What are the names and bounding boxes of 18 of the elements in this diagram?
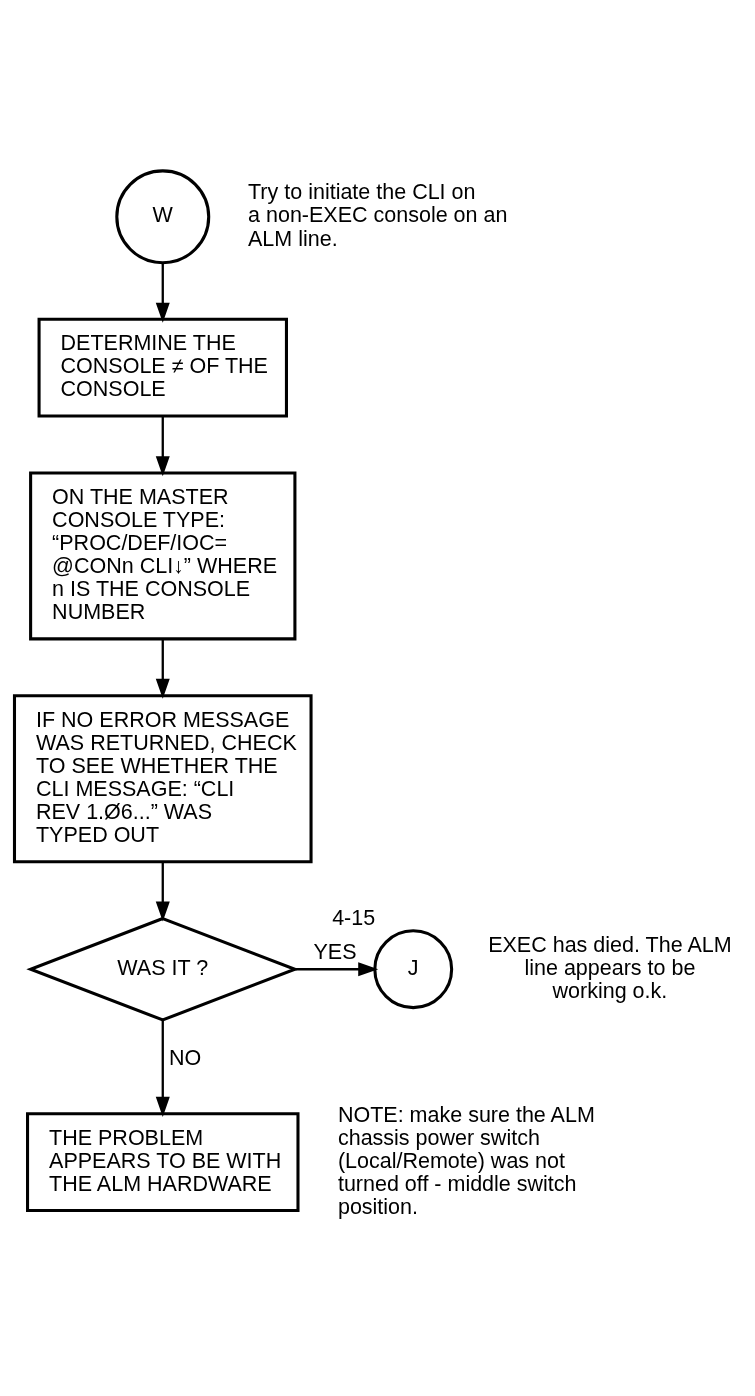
arrow: [155, 638, 170, 699]
node-box: ON THE MASTER CONSOLE TYPE: “PROC/DEF/IOC= @CONn CLI↓” WHERE n IS THE CONSOLE NUMBER: [29, 470, 297, 640]
arrow: [155, 861, 170, 922]
edge-label: NO: [168, 1045, 202, 1070]
label: NOTE: make sure the ALM chassis power switch (Local/Remote) was not turned off - middle switch position.: [337, 1102, 595, 1219]
node-label: EXEC has died. The ALM line appears to be working o.k.: [488, 932, 732, 1003]
node-circle: J: [373, 928, 454, 1009]
node-circle: W: [115, 168, 211, 264]
arrow: [155, 262, 170, 323]
node-label: 4-15: [332, 905, 376, 930]
node-box: THE PROBLEM APPEARS TO BE WITH THE ALM HARDWARE: [26, 1111, 300, 1212]
node-box: DETERMINE THE CONSOLE ≠ OF THE CONSOLE: [37, 317, 288, 418]
node-box: IF NO ERROR MESSAGE WAS RETURNED, CHECK TO SEE WHETHER THE CLI MESSAGE: “CLI REV 1.Ø6...” WAS TYPED OUT: [12, 693, 313, 863]
label: Try to initiate the CLI on a non-EXEC console on an ALM line.: [248, 179, 508, 251]
arrow: [295, 961, 379, 976]
arrow: [155, 415, 170, 476]
arrow: [155, 1019, 170, 1117]
edge-label: YES: [313, 939, 357, 964]
